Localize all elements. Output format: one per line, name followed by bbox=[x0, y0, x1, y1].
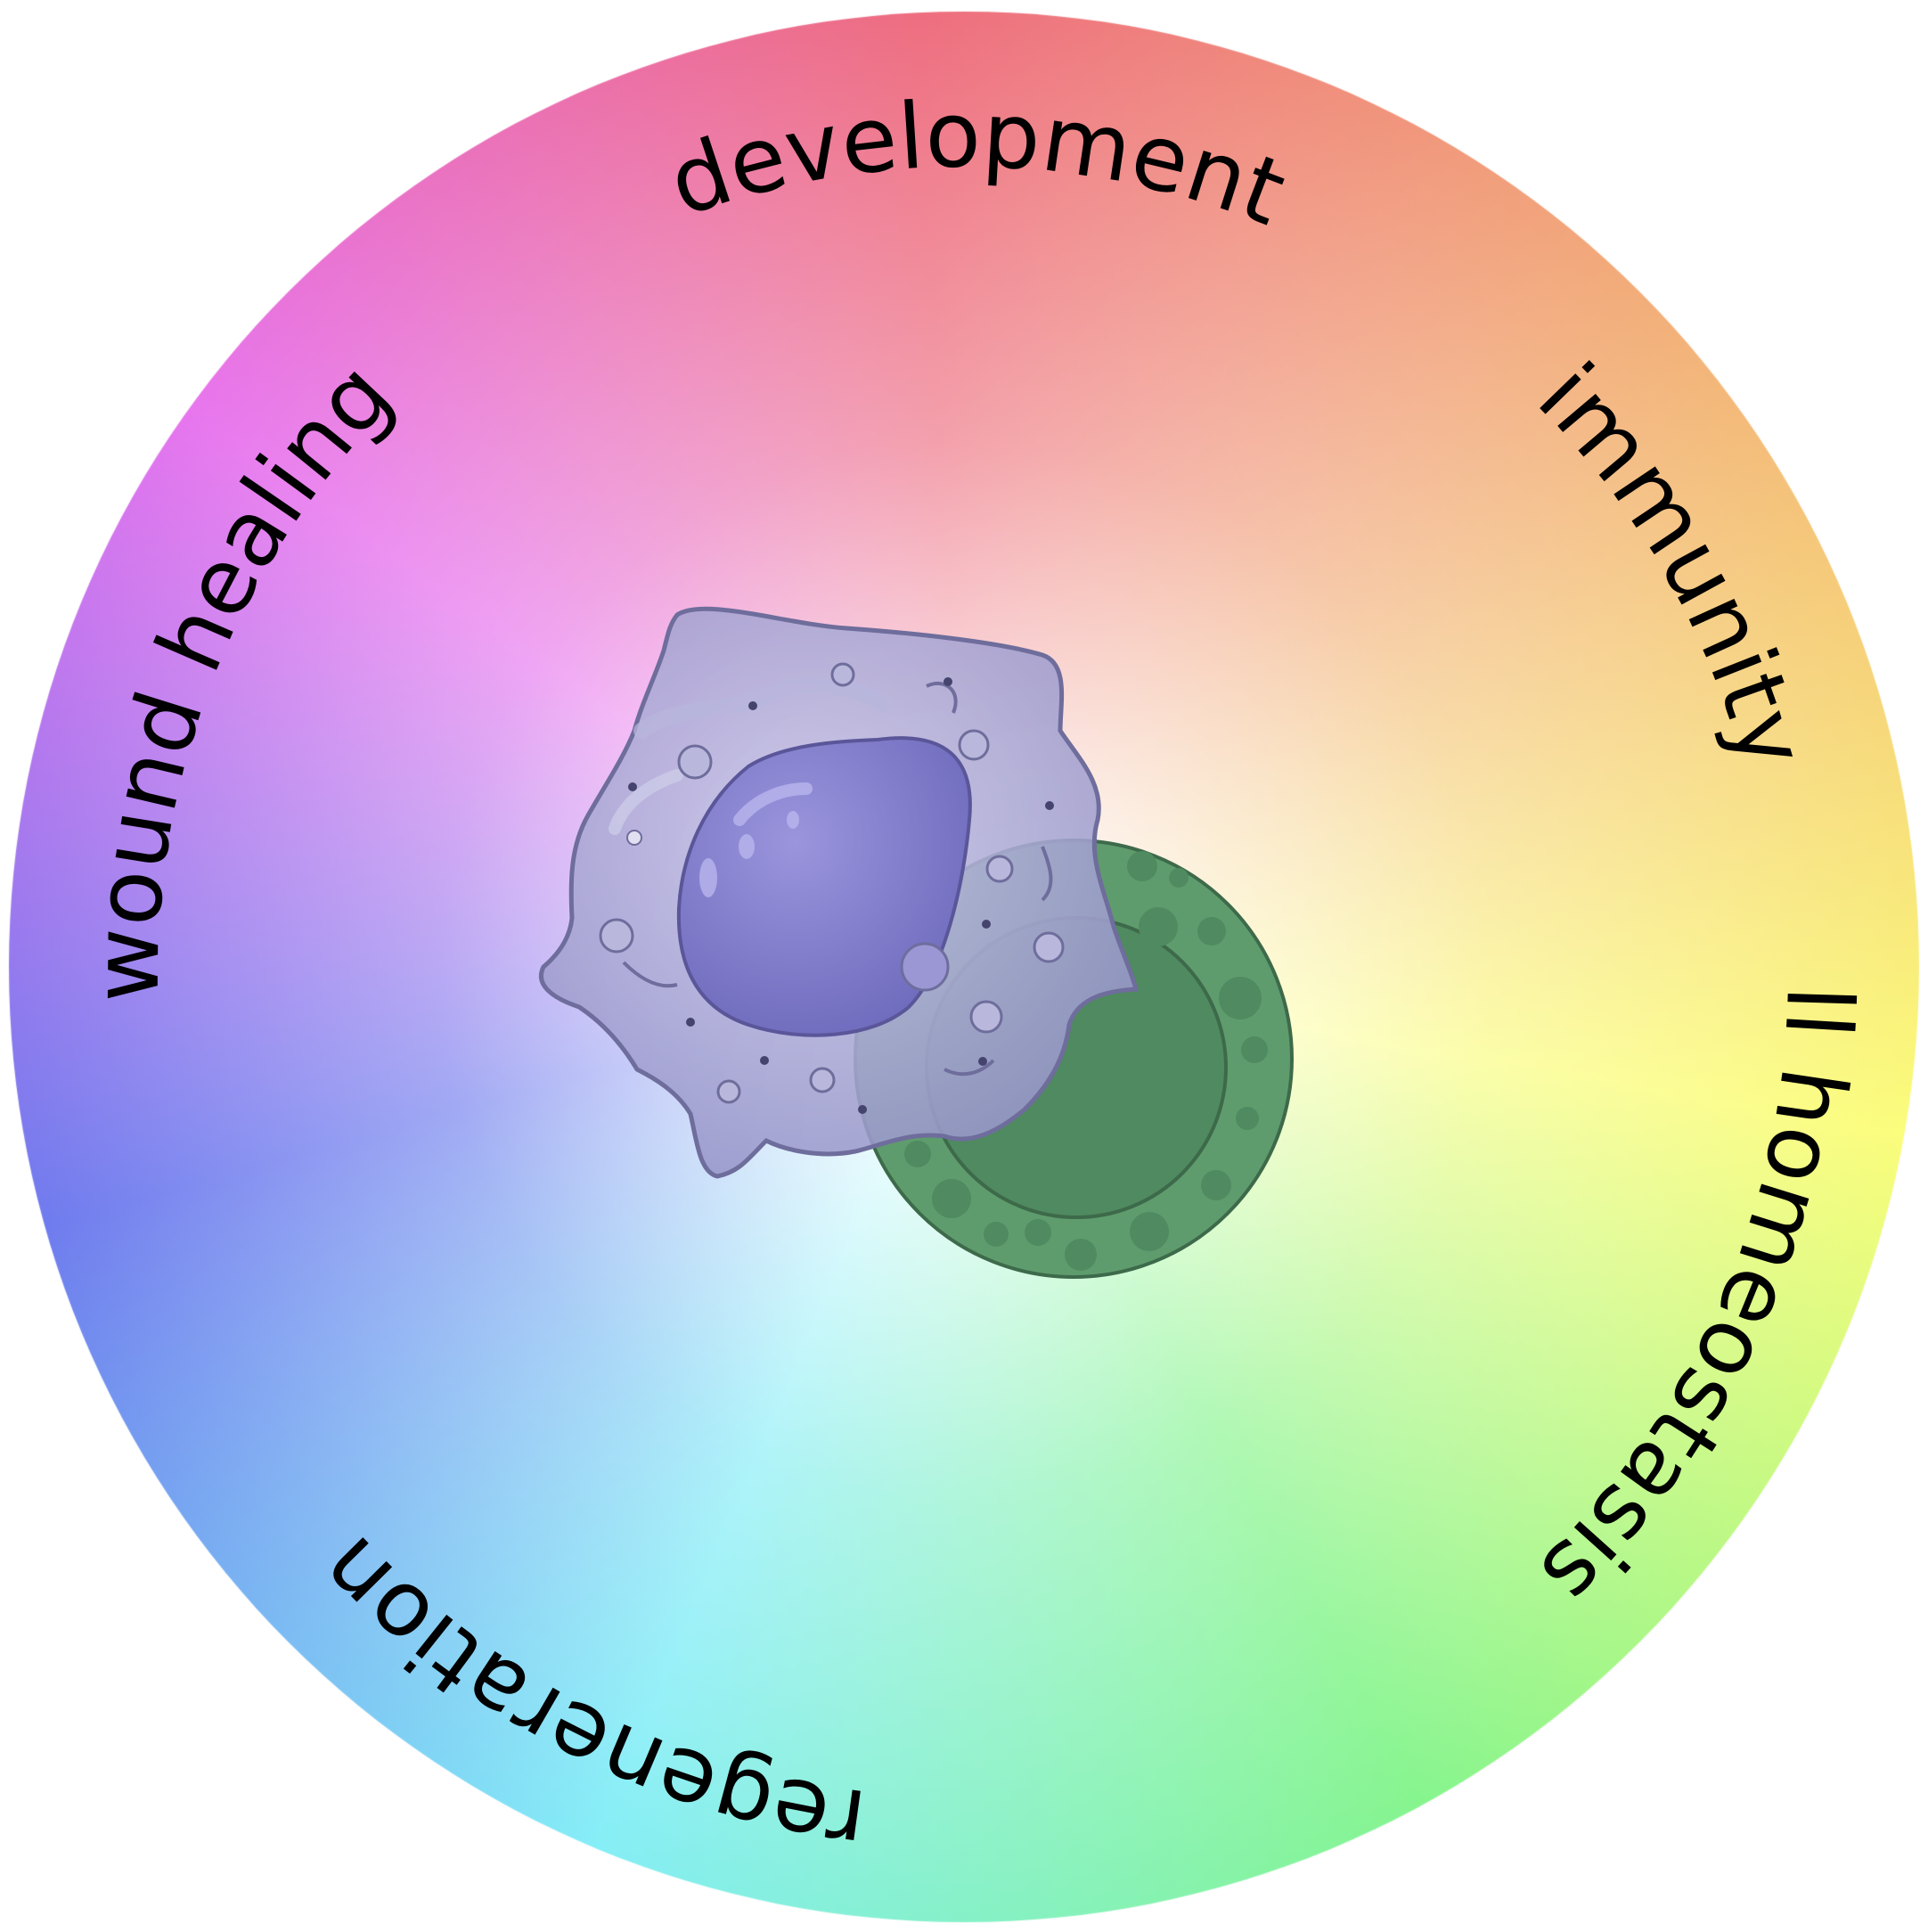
label-development: development bbox=[657, 82, 1299, 247]
macrophage-cell-icon bbox=[539, 606, 1140, 1179]
label-regeneration: regeneration bbox=[298, 1516, 871, 1875]
label-immunity: immunity bbox=[1518, 344, 1826, 780]
label-wound-healing: wound healing bbox=[74, 342, 413, 1003]
